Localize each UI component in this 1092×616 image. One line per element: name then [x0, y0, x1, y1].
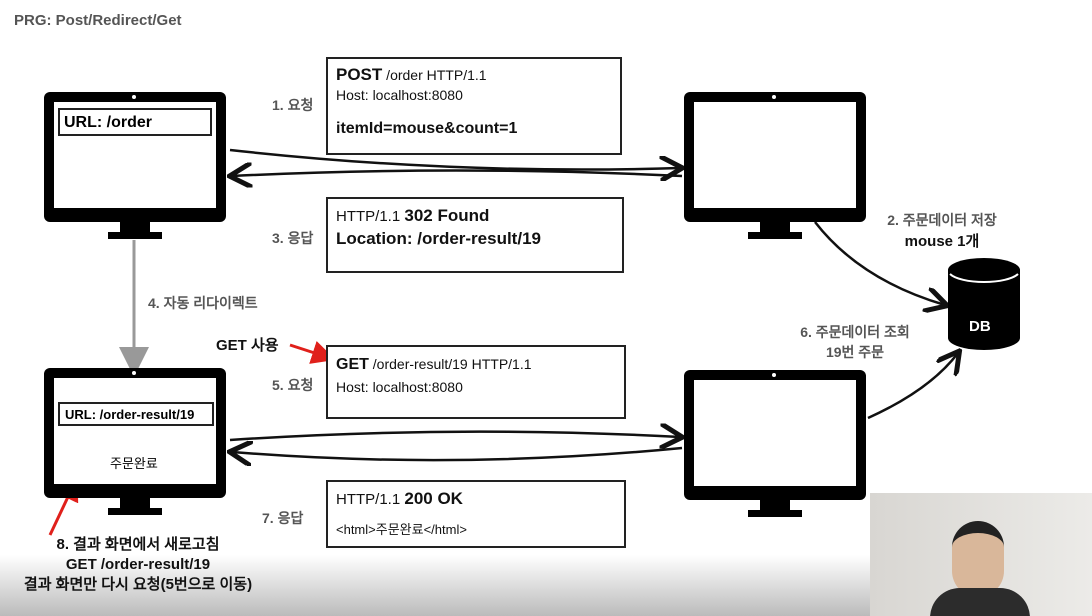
database-icon — [948, 258, 1020, 350]
host-header: Host: localhost:8080 — [336, 379, 463, 395]
monitor-stand — [760, 500, 790, 512]
host-header: Host: localhost:8080 — [336, 87, 463, 103]
step-6-label: 6. 주문데이터 조회 19번 주문 — [780, 322, 930, 362]
request-line: /order HTTP/1.1 — [382, 67, 487, 83]
camera-dot — [772, 373, 776, 377]
query-arrow-6 — [867, 353, 958, 420]
step-8-note: 결과 화면만 다시 요청(5번으로 이동) — [23, 576, 253, 593]
client-monitor-bottom — [44, 368, 226, 498]
status-prefix: HTTP/1.1 — [336, 208, 405, 225]
monitor-base — [108, 508, 162, 515]
monitor-stand — [760, 222, 790, 234]
step-7-label: 7. 응답 — [262, 510, 304, 526]
monitor-base — [748, 232, 802, 239]
save-arrow-2 — [814, 221, 945, 305]
server-monitor-bottom — [684, 370, 866, 500]
monitor-stand — [120, 498, 150, 510]
url-bar[interactable]: URL: /order-result/19 — [58, 402, 214, 426]
url-bar[interactable]: URL: /order — [58, 108, 212, 136]
step-2-title: 2. 주문데이터 저장 — [887, 212, 997, 228]
monitor-base — [108, 232, 162, 239]
server-monitor-top — [684, 92, 866, 222]
db-label: DB — [969, 318, 991, 335]
get-use-label: GET 사용 — [216, 337, 279, 354]
method: POST — [336, 65, 383, 84]
step-6-detail: 19번 주문 — [825, 344, 885, 360]
step-2-detail: mouse 1개 — [904, 233, 980, 250]
get-pointer-arrow — [289, 341, 336, 364]
presenter-body — [930, 588, 1030, 616]
step-2-label: 2. 주문데이터 저장 mouse 1개 — [872, 210, 1012, 251]
http-response-200: HTTP/1.1 200 OK <html>주문완료</html> — [326, 480, 626, 548]
monitor-stand — [120, 222, 150, 234]
page-title: PRG: Post/Redirect/Get — [14, 12, 182, 29]
response-body: <html>주문완료</html> — [336, 522, 467, 537]
http-request-get: GET /order-result/19 HTTP/1.1 Host: loca… — [326, 345, 626, 419]
step-6-title: 6. 주문데이터 조회 — [800, 324, 910, 340]
camera-dot — [132, 95, 136, 99]
step-1-label: 1. 요청 — [272, 97, 314, 113]
request-line: /order-result/19 HTTP/1.1 — [368, 356, 532, 372]
response-arrow-3 — [232, 171, 683, 177]
http-request-post: POST /order HTTP/1.1 Host: localhost:808… — [326, 57, 622, 155]
step-8-caption: 8. 결과 화면에서 새로고침 GET /order-result/19 결과 … — [0, 535, 276, 595]
status: 200 OK — [404, 489, 463, 508]
step-8-request: GET /order-result/19 — [65, 556, 211, 573]
step-3-label: 3. 응답 — [272, 230, 314, 246]
method: GET — [336, 356, 369, 373]
status-prefix: HTTP/1.1 — [336, 491, 405, 508]
step-4-label: 4. 자동 리다이렉트 — [148, 295, 258, 311]
step-5-label: 5. 요청 — [272, 377, 314, 393]
response-arrow-7 — [232, 448, 683, 460]
location-header: Location: /order-result/19 — [336, 229, 541, 248]
webcam-overlay — [870, 493, 1092, 616]
camera-dot — [772, 95, 776, 99]
http-response-302: HTTP/1.1 302 Found Location: /order-resu… — [326, 197, 624, 273]
step-8-title: 8. 결과 화면에서 새로고침 — [56, 536, 220, 553]
presenter-head — [952, 521, 1004, 597]
request-arrow-1 — [229, 148, 680, 170]
camera-dot — [132, 371, 136, 375]
request-arrow-5 — [229, 432, 680, 440]
status: 302 Found — [404, 206, 490, 225]
monitor-base — [748, 510, 802, 517]
request-body: itemId=mouse&count=1 — [336, 120, 518, 137]
page-content: 주문완료 — [110, 456, 158, 471]
